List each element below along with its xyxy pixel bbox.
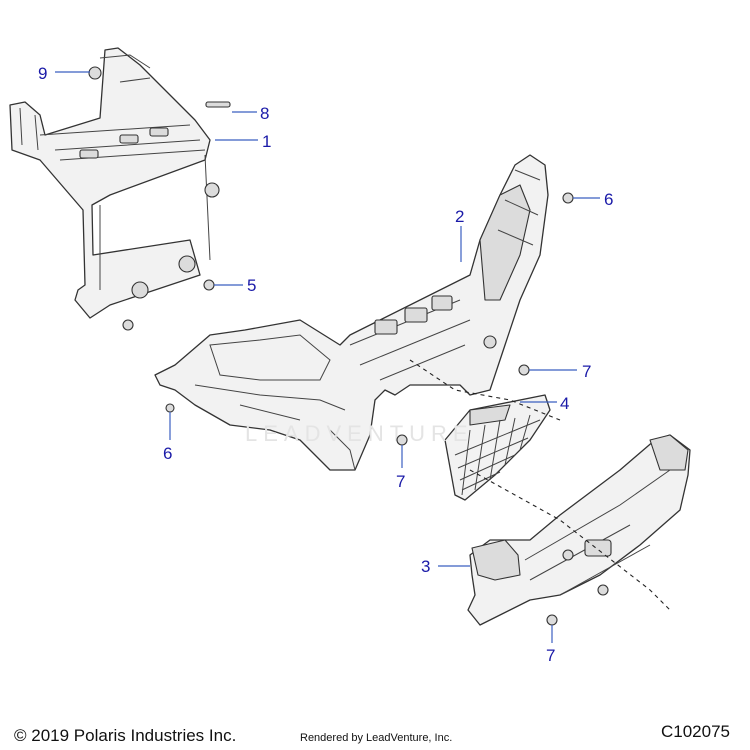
bolt-7a-icon <box>518 364 530 376</box>
callout-7-middle: 7 <box>396 472 405 491</box>
part-3-lower-skid <box>467 434 691 626</box>
callout-1: 1 <box>262 132 271 151</box>
callout-5: 5 <box>247 276 256 295</box>
bolt-6b-icon <box>165 403 175 413</box>
rendered-by-text: Rendered by LeadVenture, Inc. <box>300 732 453 744</box>
callouts: 9 8 1 5 2 6 6 7 7 4 3 7 <box>38 64 613 665</box>
bolt-7b-icon <box>396 434 408 446</box>
callout-6-lower: 6 <box>163 444 172 463</box>
part-1-bracket-frame <box>9 47 220 319</box>
bolt-7c-icon <box>546 614 558 626</box>
bolt-lower-left-icon <box>122 319 134 331</box>
callout-7-bottom: 7 <box>546 646 555 665</box>
bolt-8-icon <box>205 101 231 108</box>
callout-9: 9 <box>38 64 47 83</box>
leader-lines <box>55 71 600 643</box>
watermark-text: LEADVENTURE <box>245 421 474 446</box>
callout-6-upper: 6 <box>604 190 613 209</box>
part-2-front-frame <box>154 154 549 471</box>
part-4-grille <box>444 394 551 501</box>
assembly-lines <box>409 359 671 611</box>
bolt-6a-icon <box>562 192 574 204</box>
callout-3: 3 <box>421 557 430 576</box>
callout-4: 4 <box>560 394 569 413</box>
callout-2: 2 <box>455 207 464 226</box>
figure-id: C102075 <box>661 722 731 741</box>
nut-9-icon <box>88 66 102 80</box>
copyright-text: © 2019 Polaris Industries Inc. <box>14 726 237 745</box>
bolt-3-side-icon <box>597 584 609 596</box>
callout-8: 8 <box>260 104 269 123</box>
callout-7-right: 7 <box>582 362 591 381</box>
bolt-5-icon <box>203 279 215 291</box>
